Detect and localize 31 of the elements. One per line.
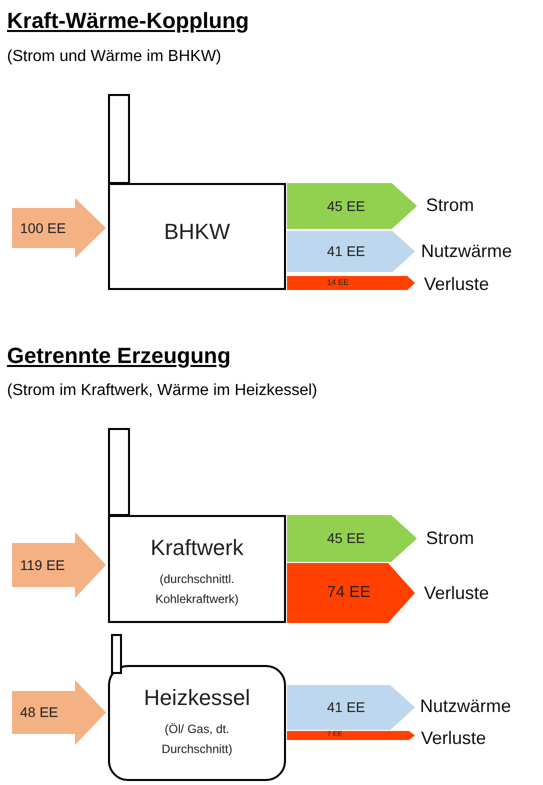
flow-label: Strom <box>426 528 474 549</box>
flow-label: Verluste <box>424 583 490 604</box>
chimney <box>108 94 130 184</box>
value-label: 119 EE <box>20 557 65 574</box>
value-label: 74 EE <box>327 584 371 602</box>
flow-label: Verluste <box>421 728 486 749</box>
value-label: 41 EE <box>327 699 366 716</box>
plant-name: Kraftwerk <box>150 534 244 562</box>
plant-name: Heizkessel <box>144 684 250 712</box>
plant-box <box>108 515 286 623</box>
value-label: 41 EE <box>327 243 366 260</box>
heading: Getrennte Erzeugung <box>7 343 231 369</box>
plant-name: BHKW <box>164 218 230 246</box>
heading: Kraft-Wärme-Kopplung <box>7 8 249 34</box>
plant-box <box>108 665 286 781</box>
subtitle: (Strom und Wärme im BHKW) <box>7 48 222 66</box>
flow-label: Nutzwärme <box>420 696 512 717</box>
value-label: 14 EE <box>327 278 349 288</box>
flow-label: Nutzwärme <box>421 241 512 262</box>
plant-description: (durchschnittl. Kohlekraftwerk) <box>154 571 240 608</box>
value-label: 48 EE <box>20 704 58 720</box>
plant-description: (Öl/ Gas, dt. Durchschnitt) <box>160 721 234 758</box>
value-label: 45 EE <box>327 198 366 214</box>
subtitle: (Strom im Kraftwerk, Wärme im Heizkessel) <box>7 382 318 400</box>
value-label: 45 EE <box>327 530 366 546</box>
value-label: 100 EE <box>20 220 66 236</box>
chimney <box>108 428 130 516</box>
chimney <box>111 634 122 674</box>
flow-label: Verluste <box>424 274 490 295</box>
plant-box <box>108 183 286 290</box>
flow-label: Strom <box>426 195 474 216</box>
